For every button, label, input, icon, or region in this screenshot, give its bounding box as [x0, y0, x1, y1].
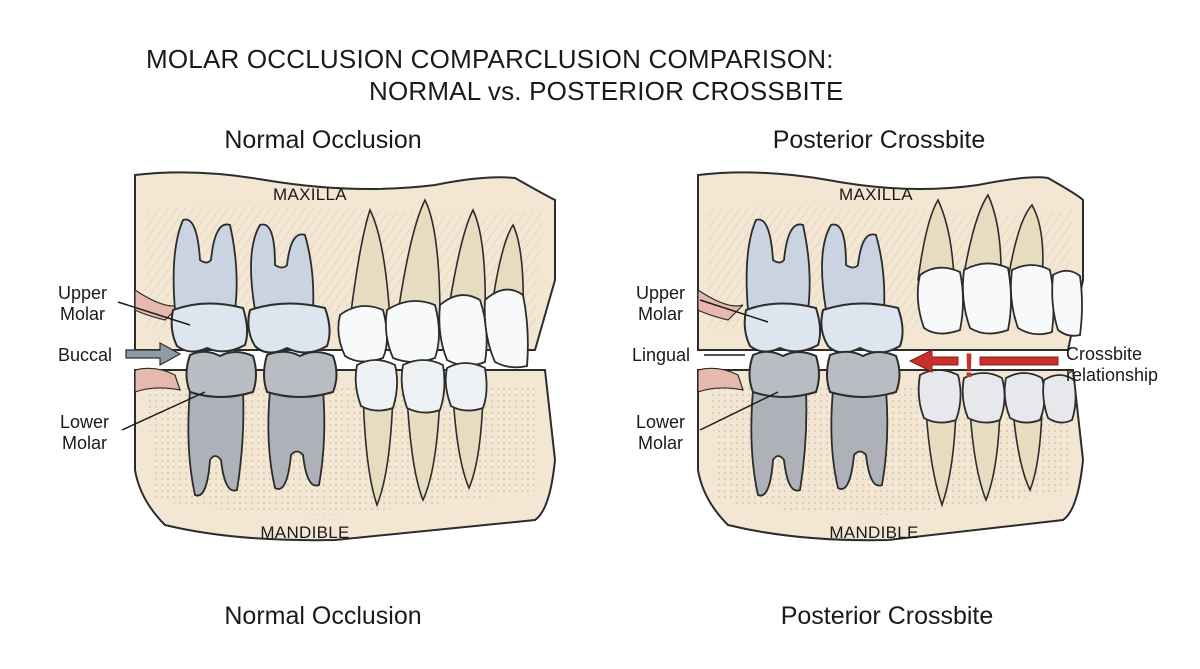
- lower-anterior-crowns: [354, 359, 488, 414]
- crossbite-diagram: MAXILLA MANDIBLE: [697, 171, 1085, 542]
- mandible-texture: [147, 385, 540, 515]
- panel-footer-crossbite: Posterior Crossbite: [780, 602, 994, 630]
- upper-anterior-crowns: [337, 288, 529, 369]
- panel-heading-normal: Normal Occlusion: [224, 126, 422, 154]
- normal-occlusion-diagram: MAXILLA MANDIBLE: [134, 171, 557, 542]
- title-line-2: NORMAL vs. POSTERIOR CROSSBITE: [369, 76, 844, 106]
- upper-anterior-roots: [917, 193, 1044, 281]
- mandible-label: MANDIBLE: [260, 523, 349, 542]
- mandible-label: MANDIBLE: [829, 523, 918, 542]
- maxilla-label: MAXILLA: [273, 185, 347, 204]
- upper-molar-crowns: [170, 302, 331, 354]
- lower-anterior-crowns: [917, 369, 1077, 424]
- lower-anterior-roots: [925, 409, 1043, 508]
- panel-footer-normal: Normal Occlusion: [224, 602, 422, 630]
- lower-gum: [697, 367, 744, 393]
- title-line-1: MOLAR OCCLUSION COMPARCLUSION COMPARISON…: [146, 44, 834, 74]
- lower-molar-crowns: [748, 350, 901, 398]
- lingual-label: Lingual: [632, 345, 691, 365]
- upper-molar-roots: [745, 218, 886, 311]
- lower-molar-label-left: Lower Molar: [60, 412, 110, 453]
- upper-anterior-crowns: [916, 262, 1083, 337]
- upper-molar-label-left: Upper Molar: [58, 283, 108, 324]
- lower-molar-label-right: Lower Molar: [636, 412, 686, 453]
- lower-anterior-roots: [362, 389, 484, 508]
- buccal-label: Buccal: [58, 345, 113, 365]
- upper-molar-label-right: Upper Molar: [636, 283, 686, 324]
- maxilla-label: MAXILLA: [839, 185, 913, 204]
- lower-gum: [134, 367, 181, 393]
- lower-molar-roots: [750, 389, 889, 497]
- upper-molar-roots: [172, 218, 315, 311]
- maxilla-texture: [145, 205, 543, 330]
- panel-heading-crossbite: Posterior Crossbite: [772, 126, 986, 154]
- lower-molar-crowns: [185, 350, 338, 398]
- crossbite-relationship-label: Crossbite relationship: [1066, 344, 1159, 385]
